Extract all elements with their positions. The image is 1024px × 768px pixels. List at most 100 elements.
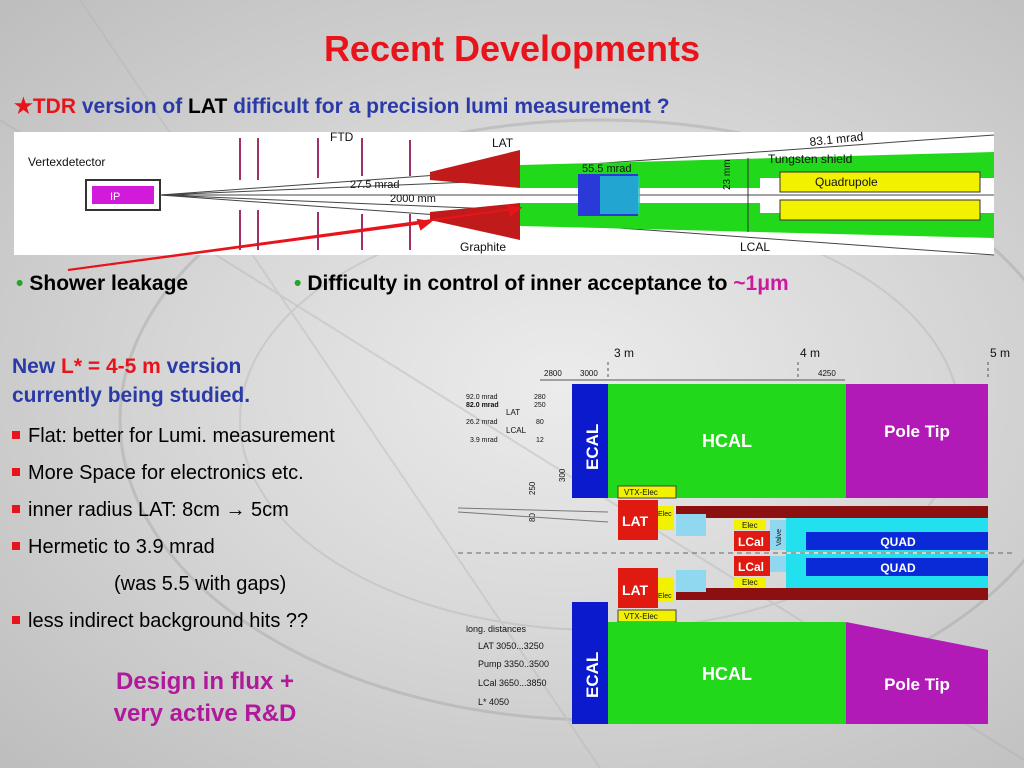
vtx-lower-label: VTX-Elec (624, 612, 658, 621)
pole-tip-lower-label: Pole Tip (884, 675, 950, 694)
difficulty-text: Difficulty in control of inner acceptanc… (307, 272, 734, 295)
list-item: More Space for electronics etc. (12, 455, 335, 492)
bullet-dot-icon: • (16, 272, 24, 295)
bullet-square-icon (12, 615, 20, 624)
pump-lower (676, 570, 706, 592)
pump-upper (676, 514, 706, 536)
mrad-table: 92.0 mrad 280 82.0 mrad 250 LAT 26.2 mra… (466, 394, 546, 444)
bullet-square-icon (12, 430, 20, 439)
graphite-label: Graphite (460, 240, 506, 254)
design-line1: Design in flux + (115, 668, 295, 695)
mrad27-label: 27.5 mrad (350, 179, 400, 191)
subtitle-tdr: TDR (32, 95, 76, 118)
svg-text:250: 250 (534, 402, 546, 409)
pole-tip-lower (846, 622, 988, 724)
hcal-lower-label: HCAL (702, 664, 752, 684)
list-item: inner radius LAT: 8cm → 5cm (12, 492, 335, 529)
scale-4m: 4 m (800, 346, 820, 360)
lat-upper-label: LAT (622, 513, 649, 529)
dim-2800: 2800 (544, 369, 562, 378)
version-text: version (160, 355, 242, 378)
svg-text:80: 80 (536, 419, 544, 426)
beampipe-upper (676, 506, 988, 518)
shower-text: Shower leakage (29, 272, 189, 295)
ip-label: IP (110, 191, 120, 203)
lat-upper (430, 150, 520, 188)
ecal-upper (572, 384, 608, 498)
ecal-lower-label: ECAL (583, 652, 602, 698)
vtx-upper-label: VTX-Elec (624, 488, 658, 497)
vtx-elec-upper (617, 485, 677, 499)
feature-list: Flat: better for Lumi. measurement More … (12, 418, 335, 640)
svg-text:LAT 3050...3250: LAT 3050...3250 (478, 641, 544, 651)
shower-arrows (67, 204, 523, 271)
svg-text:26.2 mrad: 26.2 mrad (466, 419, 498, 426)
svg-text:92.0 mrad: 92.0 mrad (466, 394, 498, 401)
arrow-head-2 (416, 218, 433, 231)
ftd-disks (239, 138, 411, 250)
bullet-difficulty: •Difficulty in control of inner acceptan… (294, 272, 789, 296)
elec-lat-upper (658, 506, 674, 530)
list-item: Hermetic to 3.9 mrad (12, 529, 335, 566)
svg-text:3.9 mrad: 3.9 mrad (470, 437, 498, 444)
quadrupole-lower (779, 199, 981, 221)
mrad83-label: 83.1 mrad (809, 129, 864, 149)
svg-text:LAT: LAT (506, 408, 520, 417)
quad-upper (806, 532, 988, 550)
list-item: Flat: better for Lumi. measurement (12, 418, 335, 455)
design-line2: very active R&D (113, 700, 297, 727)
elec-lcal-lower (734, 577, 766, 587)
ecal-upper-label: ECAL (583, 424, 602, 470)
lat-lower-block (618, 568, 658, 608)
svg-text:280: 280 (534, 394, 546, 401)
lcal-upper (734, 531, 770, 551)
svg-text:long. distances: long. distances (466, 624, 527, 634)
studied-text: currently being studied. (12, 384, 251, 407)
quad-lower-label: QUAD (880, 561, 916, 575)
hcal-upper-label: HCAL (702, 431, 752, 451)
bullet-square-icon (12, 504, 20, 513)
elec-lcal-upper (734, 520, 766, 530)
dist-label: 2000 mm (390, 193, 436, 205)
lstar-text: L* = 4-5 m (61, 355, 161, 378)
scale-5m: 5 m (990, 346, 1010, 360)
subtitle-lat: LAT (188, 95, 228, 118)
bullet-dot-icon: • (294, 272, 302, 295)
quadrupole-upper (779, 171, 981, 193)
list-item: less indirect background hits ?? (12, 603, 335, 640)
long-distances: long. distances LAT 3050...3250 Pump 335… (466, 624, 549, 707)
svg-text:LCal 3650...3850: LCal 3650...3850 (478, 678, 547, 688)
svg-text:Valve: Valve (776, 529, 783, 546)
lat-lower (430, 203, 520, 240)
dim-250: 250 (528, 481, 537, 495)
svg-text:LCal: LCal (738, 535, 764, 549)
ip-region (92, 186, 154, 204)
bullet-shower: •Shower leakage (16, 272, 188, 296)
list-item-continuation: (was 5.5 with gaps) (114, 573, 287, 595)
arrow-head-1 (506, 204, 523, 217)
hcal-lower (608, 622, 846, 724)
lcal-top-label: LCAL (740, 240, 770, 254)
pole-tip-upper (846, 384, 988, 498)
quad-label: Quadrupole (815, 175, 878, 189)
star-icon: ★ (14, 95, 33, 118)
ftd-label: FTD (330, 130, 354, 144)
hcal-upper (608, 384, 846, 498)
lat-angle-line-2 (457, 511, 609, 523)
design-note: Design in flux + very active R&D (40, 666, 370, 730)
new-text: New (12, 355, 62, 378)
svg-text:Elec: Elec (658, 593, 672, 600)
quad-upper-label: QUAD (880, 535, 916, 549)
svg-text:Elec: Elec (742, 521, 758, 530)
dim-label: 23 mm (722, 159, 733, 190)
beampipe-lower (676, 588, 988, 600)
svg-text:82.0 mrad: 82.0 mrad (466, 402, 499, 409)
tungsten-label: Tungsten shield (768, 152, 852, 166)
elec-lat-lower (658, 578, 674, 602)
scale-3m: 3 m (614, 346, 634, 360)
pole-tip-upper-label: Pole Tip (884, 422, 950, 441)
svg-text:Pump 3350..3500: Pump 3350..3500 (478, 659, 549, 669)
subtitle: ★TDR version of LAT difficult for a prec… (14, 94, 670, 119)
bullet-square-icon (12, 467, 20, 476)
